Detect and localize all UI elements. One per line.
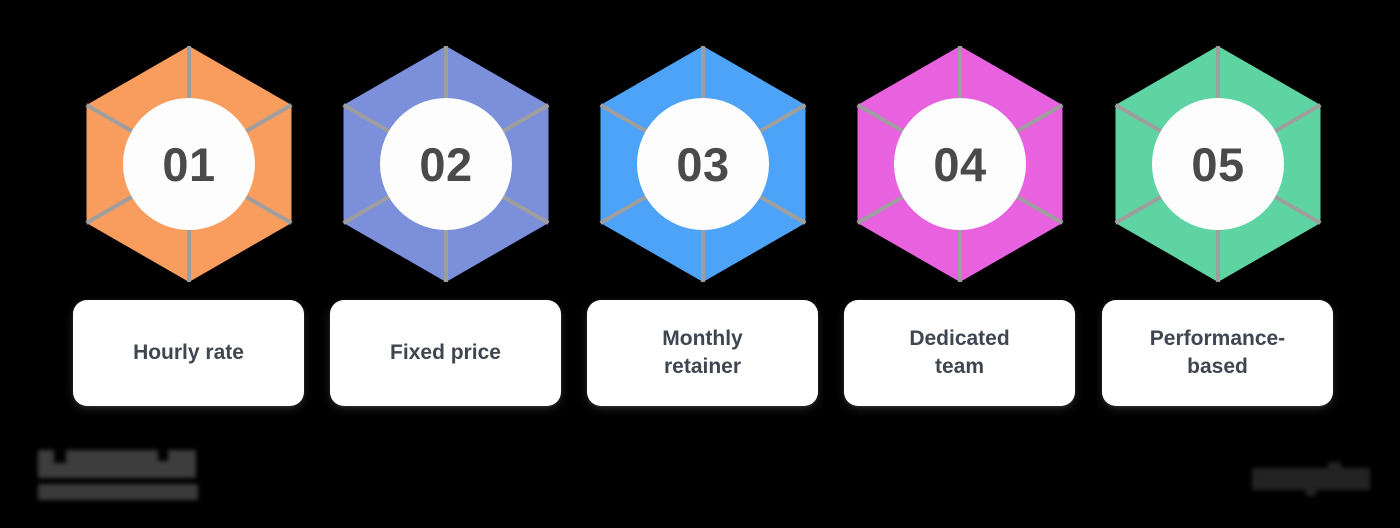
label-text-1: Hourly rate [133,341,244,365]
hexagon-shape-1 [85,46,293,282]
hexagon-shape-5 [1114,46,1322,282]
label-text-2: Fixed price [390,341,501,365]
label-text-3: Monthly retainer [662,327,743,378]
hexagon-shape-2 [342,46,550,282]
step-5[interactable]: 05 [1102,40,1334,290]
hexagon-shape-4 [856,46,1064,282]
step-1[interactable]: 01 [73,40,305,290]
step-4[interactable]: 04 [844,40,1076,290]
watermark-left-line-2 [38,484,198,500]
watermark-right-tail [1306,489,1316,496]
hexagon-shape-3 [599,46,807,282]
hexagon-inner-circle-1 [123,98,255,230]
step-2[interactable]: 02 [330,40,562,290]
watermark-bottom-left [38,448,208,500]
step-number-5: 05 [1191,137,1245,191]
hexagon-step-5[interactable]: 05 [1112,44,1325,284]
hexagon-step-1[interactable]: 01 [83,44,296,284]
label-box-fixed-price[interactable]: Fixed price [330,300,561,406]
watermark-right-tick [1328,462,1341,472]
watermark-right-block [1252,468,1370,490]
watermark-left-notch-2 [158,450,168,461]
label-box-dedicated-team[interactable]: Dedicated team [844,300,1075,406]
step-3[interactable]: 03 [587,40,819,290]
label-boxes-row: Hourly rate Fixed price Monthly retainer… [73,300,1335,408]
step-number-2: 02 [419,137,473,191]
label-text-4: Dedicated team [909,327,1010,378]
watermark-left-line-1 [38,450,196,478]
step-number-3: 03 [676,137,730,191]
hexagon-step-3[interactable]: 03 [597,44,810,284]
step-number-1: 01 [162,137,216,191]
watermark-bottom-right [1252,462,1370,496]
label-box-performance-based[interactable]: Performance- based [1102,300,1333,406]
step-number-4: 04 [933,137,987,191]
hexagon-steps-row: 01 02 [73,40,1335,290]
hexagon-step-4[interactable]: 04 [854,44,1067,284]
hexagon-inner-circle-3 [637,98,769,230]
hexagon-step-2[interactable]: 02 [340,44,553,284]
hexagon-inner-circle-2 [380,98,512,230]
hexagon-inner-circle-4 [894,98,1026,230]
label-box-monthly-retainer[interactable]: Monthly retainer [587,300,818,406]
watermark-left-notch-1 [54,450,66,463]
label-text-5: Performance- based [1149,327,1286,378]
label-box-hourly-rate[interactable]: Hourly rate [73,300,304,406]
hexagon-inner-circle-5 [1152,98,1284,230]
